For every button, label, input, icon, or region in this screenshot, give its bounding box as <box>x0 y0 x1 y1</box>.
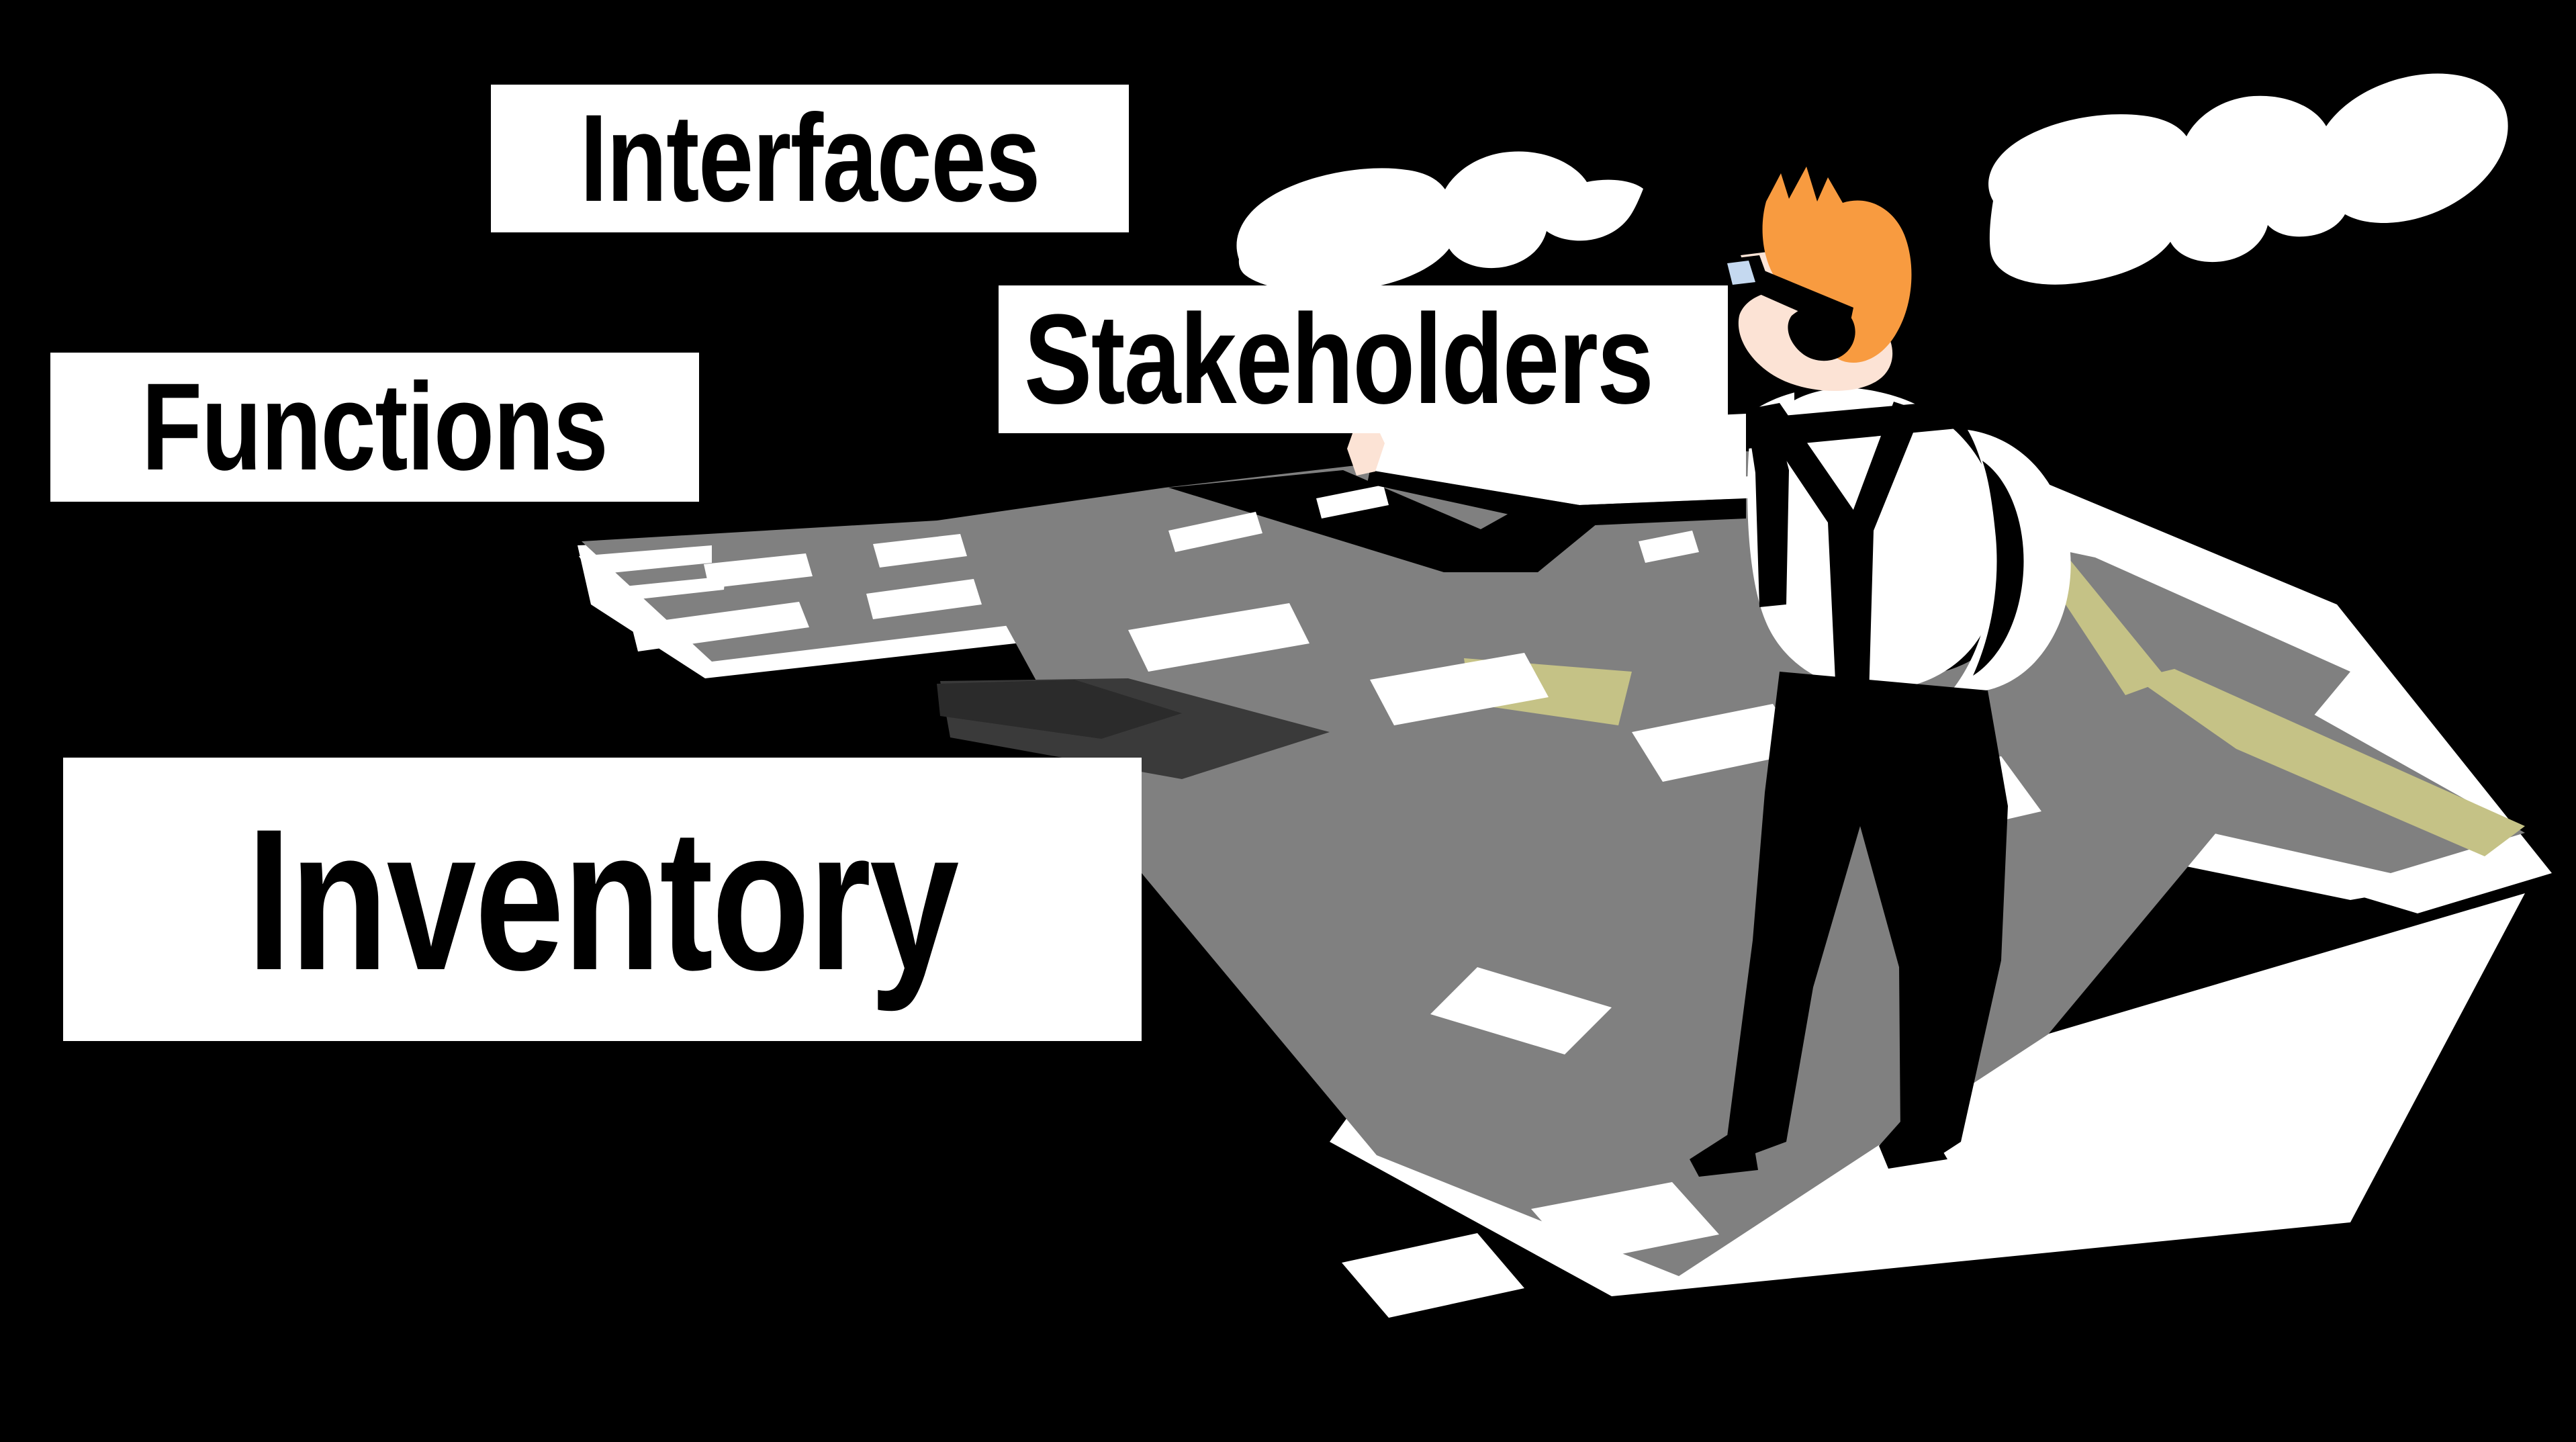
label-box-stakeholders[interactable]: Stakeholders <box>999 285 1728 433</box>
suspenders <box>1746 400 1957 724</box>
pointing-arm <box>1370 411 1746 505</box>
road-edge <box>579 545 725 603</box>
label-text-inventory: Inventory <box>246 786 960 1012</box>
road-lane-markings <box>631 467 2041 1318</box>
tie <box>1746 407 1789 607</box>
label-text-stakeholders: Stakeholders <box>1024 288 1654 431</box>
label-box-interfaces[interactable]: Interfaces <box>491 85 1129 232</box>
trousers <box>1727 672 2008 1159</box>
label-text-interfaces: Interfaces <box>580 89 1041 228</box>
sunglasses-lens <box>1727 261 1755 285</box>
shoe-left <box>1690 1135 1758 1177</box>
label-text-functions: Functions <box>142 357 608 496</box>
label-box-inventory[interactable]: Inventory <box>63 758 1142 1041</box>
label-box-functions[interactable]: Functions <box>50 353 699 502</box>
man-figure <box>1347 167 2071 1177</box>
cloud-right <box>1988 73 2508 285</box>
hair <box>1762 167 1912 363</box>
shoe-right <box>1879 1122 1947 1169</box>
cloud-left <box>1236 151 1643 293</box>
